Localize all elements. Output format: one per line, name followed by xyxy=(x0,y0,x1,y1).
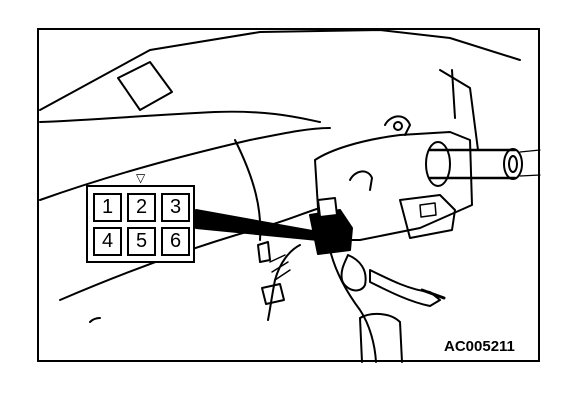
pin-3: 3 xyxy=(161,193,190,222)
mount-bracket xyxy=(384,115,411,136)
shaft-end xyxy=(503,148,523,180)
column-shroud-upper xyxy=(439,69,479,151)
pin-5: 5 xyxy=(127,227,156,256)
column-cover xyxy=(314,131,473,241)
bracket-small xyxy=(257,241,271,263)
lower-clip xyxy=(261,283,285,305)
wiring-harness-main xyxy=(329,249,377,363)
connector-plug xyxy=(317,197,338,218)
dash-panel-edge xyxy=(39,127,331,201)
lower-panel-hook xyxy=(89,317,101,323)
wiring-harness-wires xyxy=(269,254,291,281)
steering-shaft xyxy=(428,148,517,180)
pin-1: 1 xyxy=(93,193,122,222)
dash-lower-contour xyxy=(39,110,321,123)
switch-detail xyxy=(419,202,437,218)
column-bracket xyxy=(349,170,373,191)
connector-pinout-diagram: 1 2 3 4 5 6 xyxy=(86,185,195,263)
dash-upper-contour xyxy=(39,29,521,111)
pin-6: 6 xyxy=(161,227,190,256)
column-shroud-side xyxy=(451,69,456,119)
dash-panel-line xyxy=(59,204,331,301)
figure-code-label: AC005211 xyxy=(444,338,515,355)
lever-tip xyxy=(420,288,446,300)
shaft-collar xyxy=(425,141,451,187)
pin-orientation-marker: ▽ xyxy=(136,171,146,185)
callout-wedge xyxy=(195,209,319,241)
vent-panel xyxy=(117,61,173,111)
mount-bolt xyxy=(393,121,403,131)
pin-4: 4 xyxy=(93,227,122,256)
wiring-harness-loop xyxy=(340,254,367,292)
lever xyxy=(369,269,441,307)
lower-harness-bundle xyxy=(359,312,403,363)
shaft-end-inner xyxy=(508,155,518,173)
column-tube-lines xyxy=(519,149,541,177)
switch-body xyxy=(399,194,456,239)
pin-2: 2 xyxy=(127,193,156,222)
